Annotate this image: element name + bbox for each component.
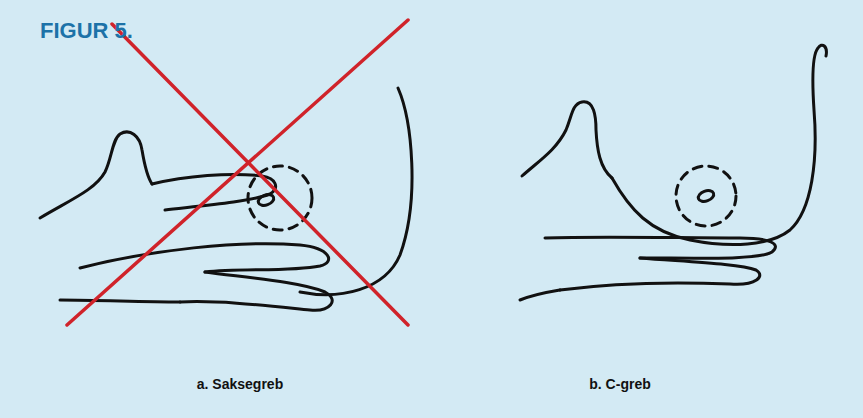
thumb — [40, 132, 152, 218]
lower-finger — [80, 244, 329, 272]
panel-caption: b. C-greb — [589, 376, 650, 392]
panel-caption: a. Saksegreb — [197, 376, 283, 392]
finger — [560, 258, 760, 290]
breast-outline — [300, 88, 412, 295]
finger — [545, 237, 775, 258]
figure-title: FIGUR 5. — [40, 18, 133, 44]
nipple — [697, 189, 715, 204]
cross-out — [67, 20, 408, 325]
thumb — [522, 102, 612, 178]
breast-outline — [612, 45, 826, 244]
scissor-grip-drawing — [40, 88, 412, 310]
lower-finger — [180, 272, 332, 310]
cross-line — [67, 20, 408, 325]
cross-line — [112, 24, 408, 325]
areola — [676, 166, 736, 226]
c-grip-drawing — [520, 45, 826, 300]
palm-edge — [60, 300, 180, 302]
palm-edge — [520, 290, 560, 300]
